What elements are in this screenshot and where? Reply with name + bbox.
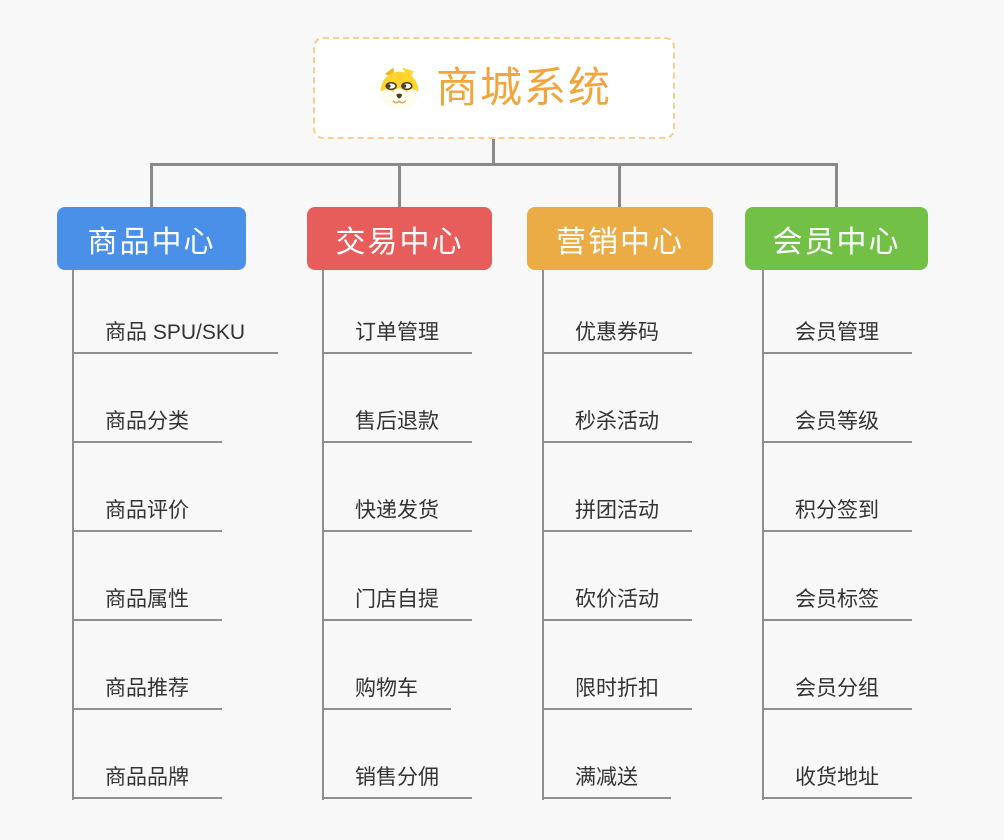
root-title: 商城系统 [435, 64, 612, 111]
child-topic[interactable]: 会员等级 [762, 408, 912, 443]
child-topic[interactable]: 收货地址 [762, 764, 912, 799]
child-topic[interactable]: 砍价活动 [542, 586, 692, 621]
branch-line [322, 270, 324, 800]
branch-node-marketing-center[interactable]: 营销中心 [527, 207, 713, 270]
connector-drop [835, 163, 838, 207]
child-topic[interactable]: 拼团活动 [542, 497, 692, 532]
child-topic[interactable]: 积分签到 [762, 497, 912, 532]
connector-root-stub [492, 139, 495, 164]
child-topic[interactable]: 优惠券码 [542, 319, 692, 354]
child-topic[interactable]: 会员分组 [762, 675, 912, 710]
child-topic[interactable]: 满减送 [542, 764, 671, 799]
child-topic[interactable]: 快递发货 [322, 497, 472, 532]
branch-line [542, 270, 544, 800]
root-node[interactable]: 商城系统 [313, 37, 675, 139]
child-topic[interactable]: 商品分类 [72, 408, 222, 443]
branch-line [72, 270, 74, 800]
branch-line [762, 270, 764, 800]
child-topic[interactable]: 购物车 [322, 675, 451, 710]
child-topic[interactable]: 订单管理 [322, 319, 472, 354]
child-topic[interactable]: 售后退款 [322, 408, 472, 443]
child-topic[interactable]: 限时折扣 [542, 675, 692, 710]
child-topic[interactable]: 商品 SPU/SKU [72, 319, 279, 354]
child-topic[interactable]: 商品推荐 [72, 675, 222, 710]
child-topic[interactable]: 秒杀活动 [542, 408, 692, 443]
dog-face-icon [380, 66, 419, 111]
connector-rail [150, 163, 838, 166]
child-topic[interactable]: 商品评价 [72, 497, 222, 532]
branch-node-member-center[interactable]: 会员中心 [745, 207, 928, 270]
branch-node-trade-center[interactable]: 交易中心 [307, 207, 492, 270]
branch-node-product-center[interactable]: 商品中心 [57, 207, 246, 270]
child-topic[interactable]: 门店自提 [322, 586, 472, 621]
child-topic[interactable]: 会员标签 [762, 586, 912, 621]
child-topic[interactable]: 会员管理 [762, 319, 912, 354]
connector-drop [150, 163, 153, 207]
child-topic[interactable]: 商品品牌 [72, 764, 222, 799]
connector-drop [618, 163, 621, 207]
child-topic[interactable]: 商品属性 [72, 586, 222, 621]
child-topic[interactable]: 销售分佣 [322, 764, 472, 799]
connector-drop [398, 163, 401, 207]
